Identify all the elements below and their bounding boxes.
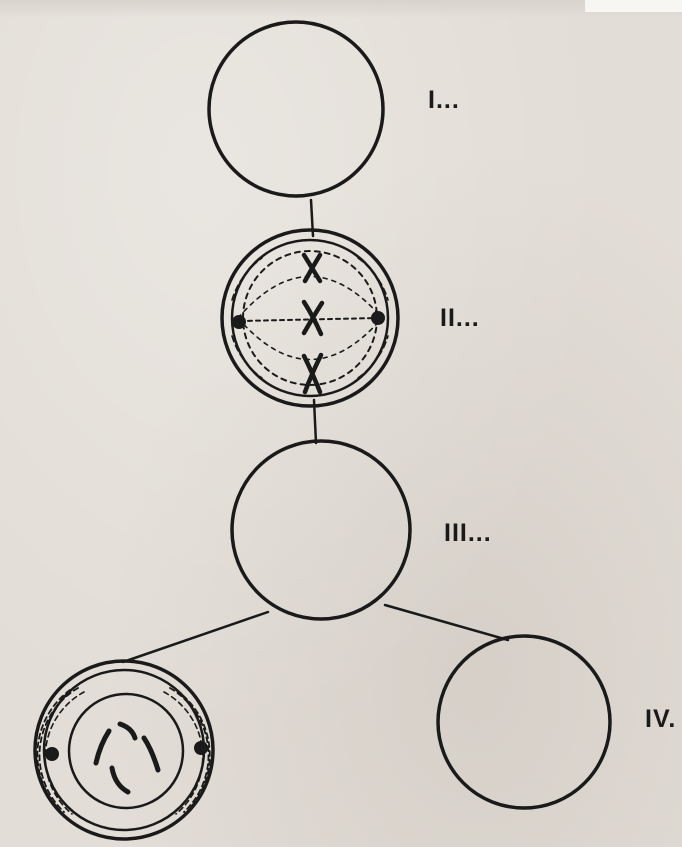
chromosome-bottom bbox=[301, 352, 324, 395]
centriole-left bbox=[232, 315, 246, 329]
label-stage-4: IV. bbox=[645, 705, 677, 733]
label-stage-2: II... bbox=[440, 304, 480, 332]
chromatid-4 bbox=[109, 765, 131, 795]
label-stage-1: I... bbox=[428, 86, 460, 114]
chromatid-1 bbox=[93, 728, 112, 766]
chromosome-top bbox=[301, 252, 323, 284]
nucleus bbox=[67, 692, 185, 810]
centriole-right bbox=[194, 741, 208, 755]
centriole-right bbox=[371, 311, 385, 325]
cell-4 bbox=[436, 634, 612, 810]
chromatid-2 bbox=[117, 721, 138, 741]
cell-bottom-left bbox=[33, 659, 215, 841]
label-stage-3: III... bbox=[444, 519, 492, 547]
cell-1 bbox=[207, 20, 385, 198]
equator-line bbox=[239, 317, 379, 322]
chromatid-3 bbox=[141, 735, 161, 773]
centriole-left bbox=[45, 747, 59, 761]
connector-3-left bbox=[121, 610, 270, 664]
chromosome-middle bbox=[301, 299, 325, 337]
cell-2 bbox=[220, 228, 400, 408]
scan-edge-shadow bbox=[0, 0, 682, 18]
scan-edge-highlight bbox=[585, 0, 682, 12]
connector-3-right bbox=[383, 603, 510, 642]
cell-3 bbox=[230, 439, 412, 621]
